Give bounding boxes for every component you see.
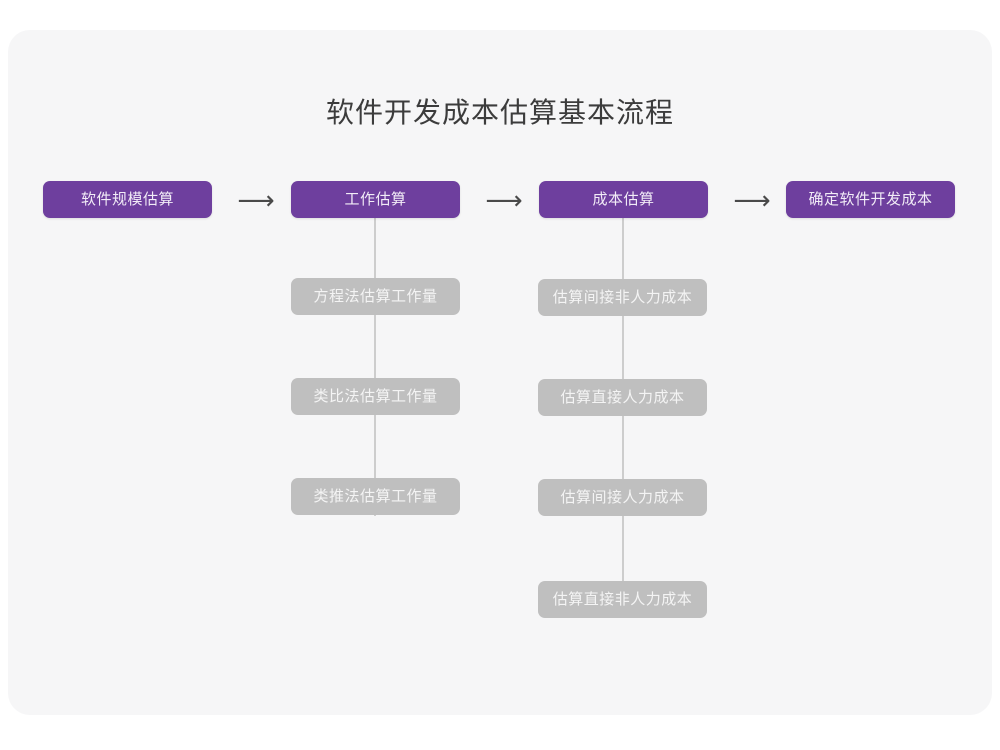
- diagram-card-panel: [8, 30, 992, 715]
- stage-node-1[interactable]: 软件规模估算: [43, 181, 212, 218]
- substep-node-stage2-2[interactable]: 类比法估算工作量: [291, 378, 460, 415]
- substep-node-stage3-3[interactable]: 估算间接人力成本: [538, 479, 707, 516]
- page-title: 软件开发成本估算基本流程: [325, 97, 674, 128]
- stage-node-2[interactable]: 工作估算: [291, 181, 460, 218]
- stage-arrow-1: ⟶: [237, 185, 275, 215]
- substep-node-stage3-2[interactable]: 估算直接人力成本: [538, 379, 707, 416]
- stage-arrow-2: ⟶: [485, 185, 523, 215]
- substep-node-stage3-1[interactable]: 估算间接非人力成本: [538, 279, 707, 316]
- stage-node-4[interactable]: 确定软件开发成本: [786, 181, 955, 218]
- connector-line-stage-3: [622, 218, 624, 618]
- substep-node-stage2-1[interactable]: 方程法估算工作量: [291, 278, 460, 315]
- substep-node-stage2-3[interactable]: 类推法估算工作量: [291, 478, 460, 515]
- stage-arrow-3: ⟶: [733, 185, 771, 215]
- stage-node-3[interactable]: 成本估算: [539, 181, 708, 218]
- substep-node-stage3-4[interactable]: 估算直接非人力成本: [538, 581, 707, 618]
- connector-line-stage-2: [374, 218, 376, 516]
